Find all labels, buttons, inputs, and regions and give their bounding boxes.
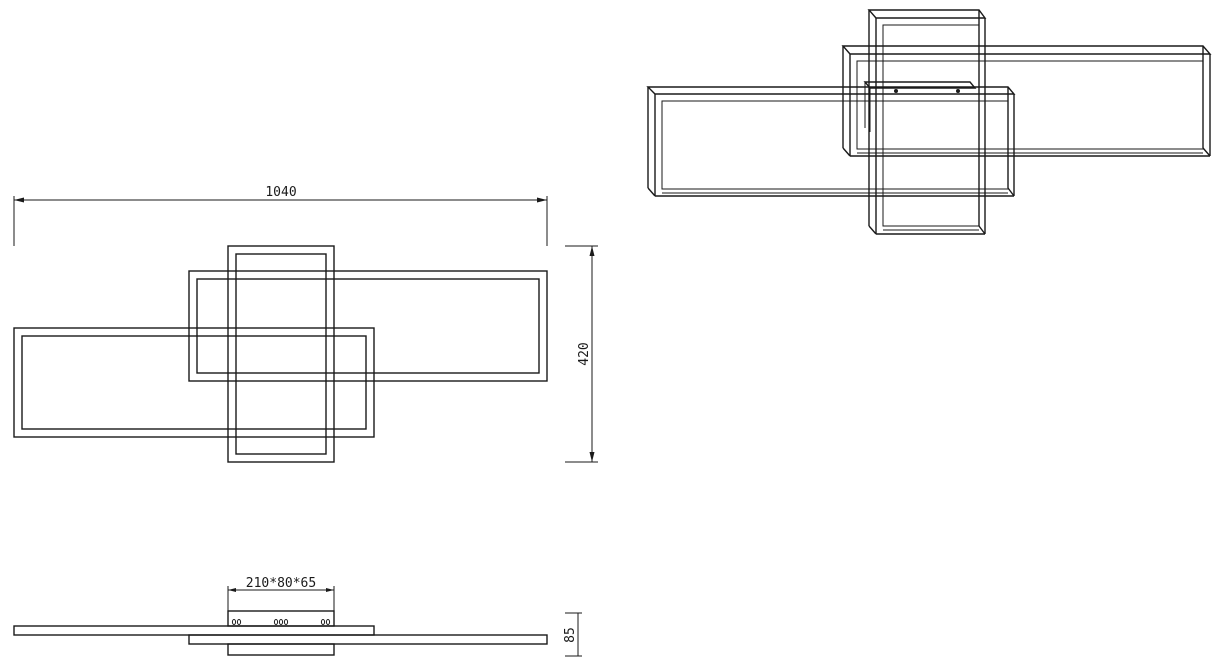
dimension-width-label: 1040 — [265, 185, 296, 200]
iso-frame-left — [646, 86, 1016, 197]
iso-mount-plate — [863, 81, 977, 132]
canopy-box — [227, 610, 335, 627]
side-bar-right — [188, 634, 548, 645]
side-bar-left — [13, 625, 375, 636]
dimension-height-label: 420 — [577, 342, 592, 365]
dimension-depth: 85 — [563, 612, 582, 657]
frame-vertical — [227, 245, 335, 463]
dimension-width: 1040 — [13, 185, 548, 246]
dimension-height: 420 — [565, 245, 598, 463]
iso-frame-right — [841, 45, 1212, 157]
dimension-box-label: 210*80*65 — [246, 576, 316, 591]
side-view — [13, 610, 548, 656]
bottom-box — [227, 643, 335, 656]
top-view — [13, 245, 548, 463]
frame-left-wide — [13, 327, 375, 438]
frame-right-wide — [188, 270, 548, 382]
iso-frame-vertical — [867, 9, 987, 235]
terminal-marks — [231, 619, 331, 625]
isometric-view — [646, 9, 1212, 235]
dimension-depth-label: 85 — [563, 627, 578, 643]
dimension-box: 210*80*65 — [227, 576, 335, 611]
